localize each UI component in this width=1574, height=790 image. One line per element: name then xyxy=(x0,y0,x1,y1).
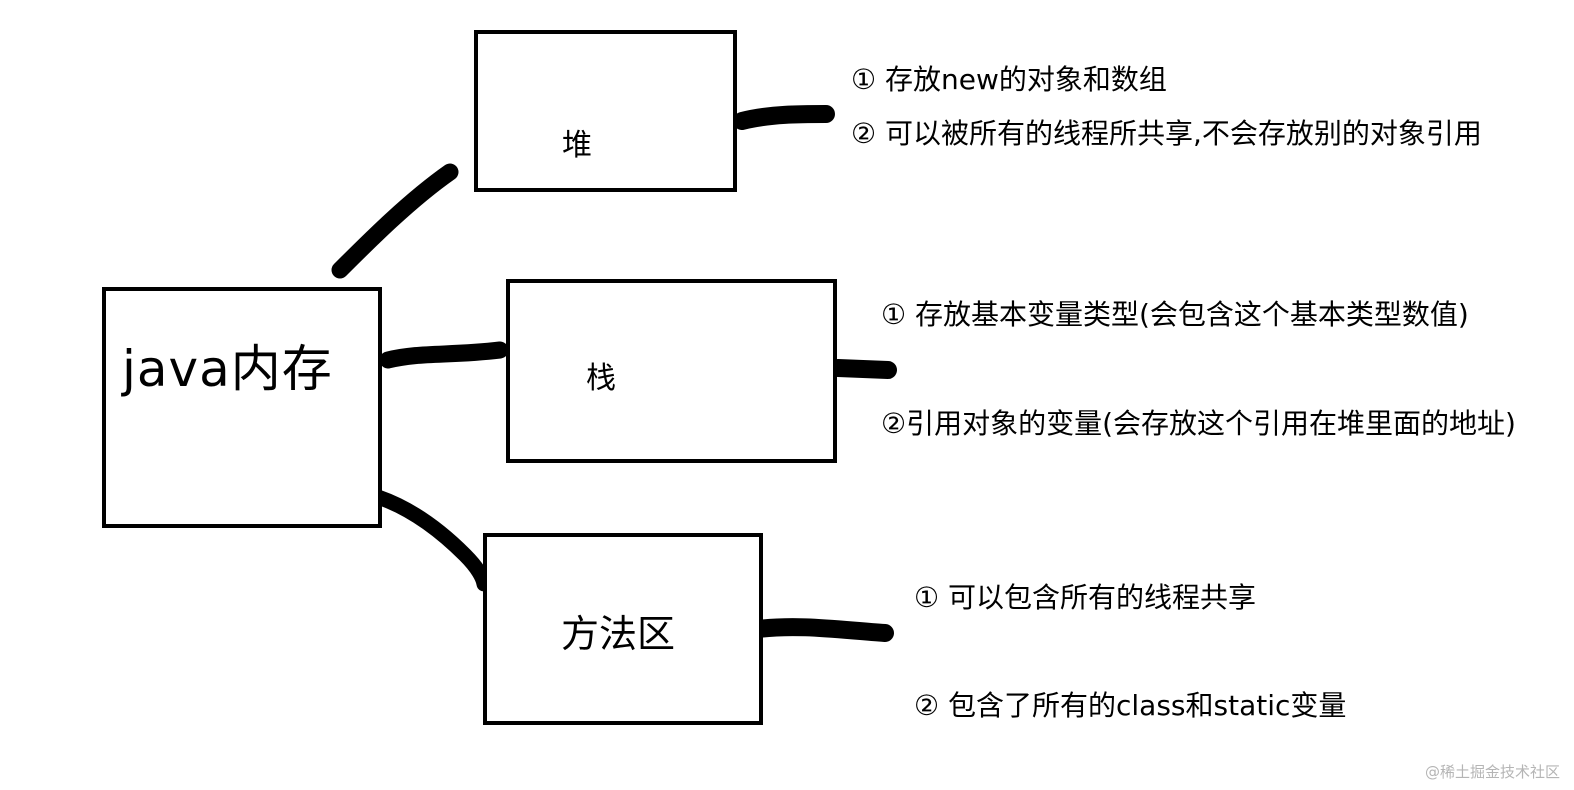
connector-root-stack xyxy=(379,341,509,369)
connector-stack-notes xyxy=(829,359,897,379)
connector-root-method-area xyxy=(370,489,492,592)
root-box: java内存 xyxy=(102,287,382,528)
stack-box: 栈 xyxy=(506,279,837,463)
stack-note-2: ②引用对象的变量(会存放这个引用在堆里面的地址) xyxy=(881,407,1516,440)
watermark: @稀土掘金技术社区 xyxy=(1424,763,1560,781)
heap-note-1: ① 存放new的对象和数组 xyxy=(851,63,1167,96)
heap-note-2: ② 可以被所有的线程所共享,不会存放别的对象引用 xyxy=(851,117,1482,150)
connector-root-heap xyxy=(331,163,459,279)
method-area-note-2: ② 包含了所有的class和static变量 xyxy=(914,689,1347,722)
connector-heap-notes xyxy=(733,105,835,130)
stack-note-1: ① 存放基本变量类型(会包含这个基本类型数值) xyxy=(881,298,1469,331)
root-label: java内存 xyxy=(122,340,333,398)
heap-box: 堆 xyxy=(474,30,737,192)
method-area-label: 方法区 xyxy=(561,612,676,656)
connector-method-area-notes xyxy=(749,618,894,642)
method-area-note-1: ① 可以包含所有的线程共享 xyxy=(914,581,1257,614)
method-area-box: 方法区 xyxy=(483,533,763,725)
heap-label: 堆 xyxy=(562,128,592,163)
stack-label: 栈 xyxy=(586,361,616,396)
